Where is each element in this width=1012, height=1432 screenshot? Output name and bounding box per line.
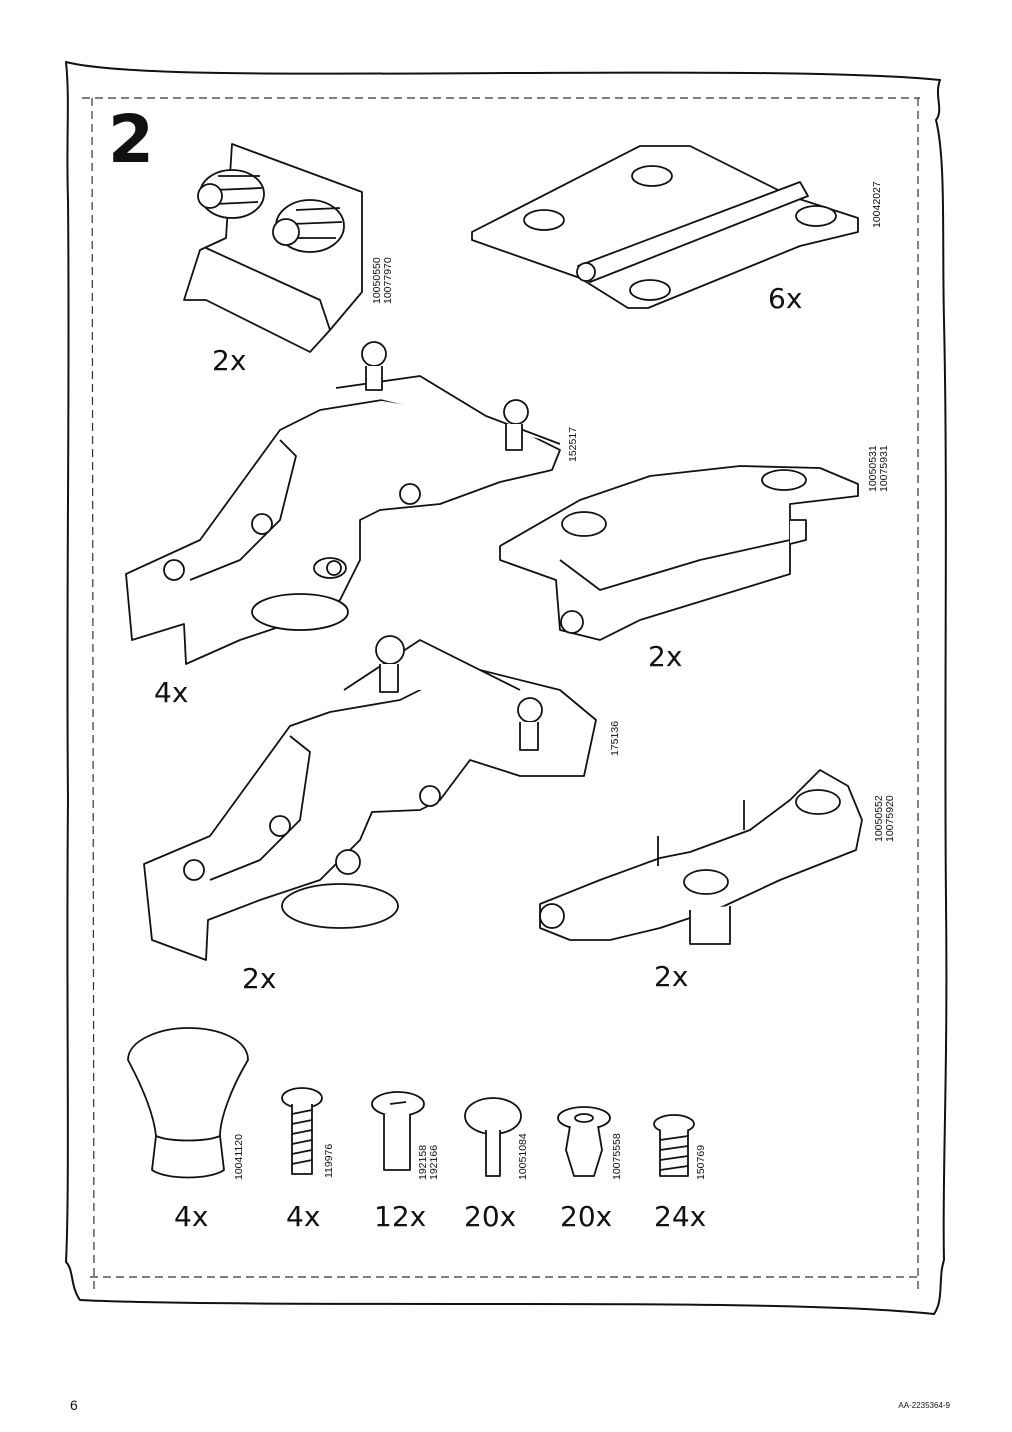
- quantity-hinge-mounting-plate-b: 2x: [654, 960, 689, 993]
- document-id: AA-2235364-9: [898, 1401, 950, 1410]
- hinge-mounting-plate-a-icon: [499, 465, 859, 641]
- article-code-concealed-hinge-small: 152517: [567, 426, 579, 462]
- article-code-butt-hinge: 10042027: [871, 181, 883, 228]
- hinge-mounting-plate-b-icon: [539, 769, 863, 945]
- quantity-cam-bracket: 2x: [212, 344, 247, 377]
- seal-line-left: [91, 97, 95, 1291]
- quantity-hinge-mounting-plate-a: 2x: [648, 640, 683, 673]
- quantity-concealed-hinge-large: 2x: [242, 962, 277, 995]
- dowel-insert-icon: [557, 1106, 611, 1177]
- article-code-concealed-hinge-large: 175136: [609, 720, 621, 756]
- butt-hinge-icon: [471, 145, 859, 309]
- article-code-screw: 119976: [323, 1143, 335, 1178]
- article-code-shelf-pin: 10051084: [517, 1133, 529, 1180]
- quantity-shelf-pin: 20x: [464, 1200, 517, 1233]
- knob-icon: [127, 1027, 249, 1179]
- article-code-dowel-insert: 10075558: [611, 1133, 623, 1180]
- page-number: 6: [70, 1397, 78, 1413]
- quantity-threaded-insert: 24x: [654, 1200, 707, 1233]
- cam-bolt-icon: [371, 1091, 425, 1171]
- quantity-concealed-hinge-small: 4x: [154, 676, 189, 709]
- quantity-knob: 4x: [174, 1200, 209, 1233]
- screw-icon: [281, 1087, 323, 1175]
- concealed-hinge-small-icon: [125, 341, 561, 665]
- concealed-hinge-large-icon: [143, 635, 597, 961]
- quantity-butt-hinge: 6x: [768, 282, 803, 315]
- cam-bracket-icon: [183, 143, 363, 353]
- quantity-screw: 4x: [286, 1200, 321, 1233]
- quantity-dowel-insert: 20x: [560, 1200, 613, 1233]
- shelf-pin-icon: [464, 1097, 522, 1177]
- bag-outline: [65, 61, 948, 1315]
- step-number: 2: [108, 101, 154, 178]
- article-code-knob: 10041120: [233, 1134, 245, 1180]
- threaded-insert-icon: [653, 1114, 695, 1177]
- article-code-threaded-insert: 150769: [695, 1144, 707, 1180]
- quantity-cam-bolt: 12x: [374, 1200, 427, 1233]
